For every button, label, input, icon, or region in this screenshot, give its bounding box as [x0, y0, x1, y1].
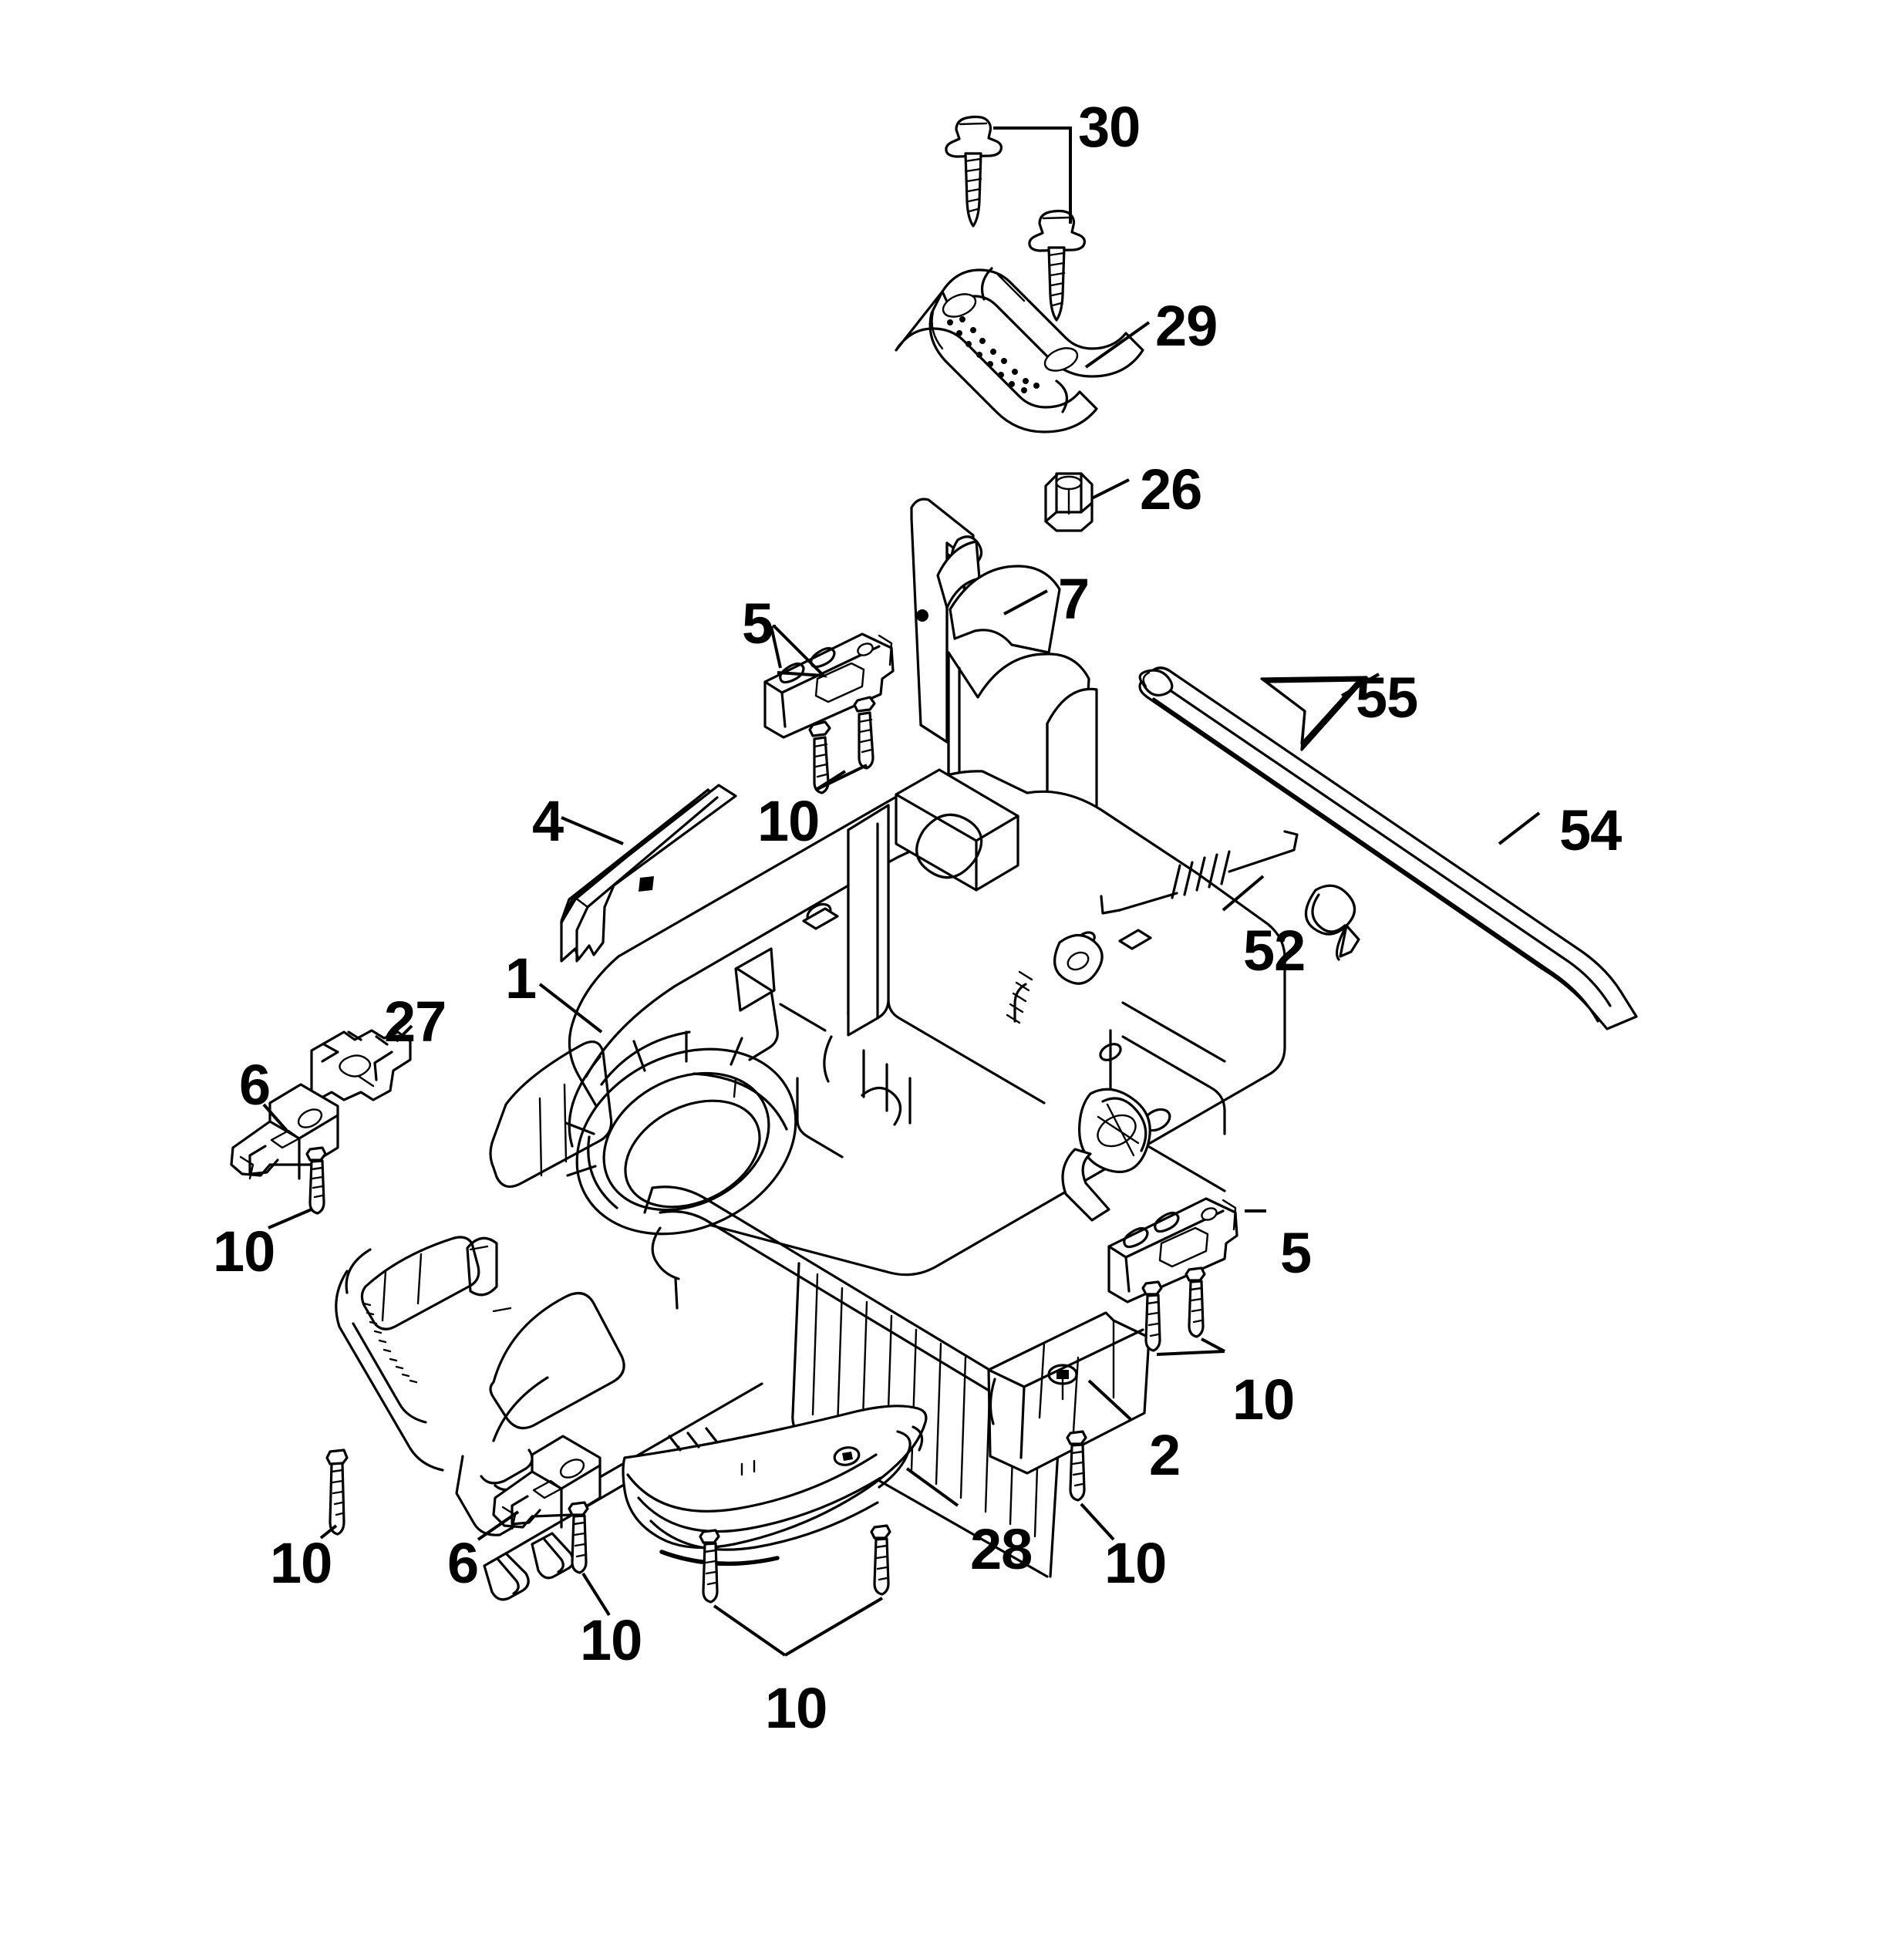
cover-plate-icon-2 [987, 1311, 1151, 1475]
callout-number-10-lowerleft: 10 [270, 1531, 332, 1595]
leader-line-10-top [814, 764, 868, 791]
shield-icon-28 [622, 1405, 928, 1567]
leader-line-10-left [268, 1208, 312, 1229]
screw-icon-10-lowerleft [325, 1449, 349, 1536]
leader-line-4 [561, 816, 624, 845]
callout-number-6-left: 6 [239, 1053, 271, 1117]
callout-number-4: 4 [532, 789, 564, 853]
callout-number-28: 28 [970, 1517, 1033, 1581]
callout-number-30: 30 [1078, 95, 1141, 159]
leader-line-27 [395, 1024, 413, 1043]
leader-line-55 [1340, 673, 1380, 697]
leader-line-6-left [262, 1103, 288, 1132]
leader-line-7 [1003, 589, 1048, 616]
leader-line-26 [1091, 478, 1130, 500]
blade-icon-54 [1138, 666, 1638, 1030]
screw-icon-30a [945, 115, 1003, 228]
clip-icon-26 [1044, 472, 1094, 532]
callout-number-5-lower: 5 [1280, 1221, 1312, 1285]
screw-icon-10-bottom-a [568, 1501, 589, 1574]
callout-number-27: 27 [384, 990, 447, 1054]
handle-grip-icon-29 [895, 267, 1144, 433]
callout-number-1: 1 [505, 946, 537, 1010]
callout-number-10-bottom: 10 [580, 1608, 642, 1672]
callout-number-2: 2 [1149, 1423, 1181, 1487]
adjuster-icon-5-upper [763, 632, 895, 739]
screw-icon-10-left [305, 1146, 327, 1215]
screw-icon-10-shield-b [870, 1524, 891, 1596]
leader-line-1 [538, 983, 603, 1034]
screw-icon-10-top-a [808, 720, 831, 794]
callout-number-29: 29 [1155, 294, 1218, 358]
deck-icon-1 [335, 768, 1286, 1601]
screw-icon-10-plate [1066, 1430, 1087, 1502]
callout-number-52: 52 [1243, 919, 1306, 983]
screw-icon-30b [1028, 209, 1086, 322]
leader-line-6-bottom [477, 1510, 520, 1541]
callout-number-5-upper: 5 [742, 592, 773, 656]
latch-icon-27 [310, 1029, 412, 1105]
callout-number-10-shield: 10 [765, 1676, 827, 1740]
callout-number-10-top: 10 [757, 789, 820, 853]
strip-icon-4 [560, 784, 737, 963]
callout-number-10-right: 10 [1232, 1368, 1295, 1432]
callout-number-7: 7 [1058, 567, 1090, 631]
callout-number-10-left: 10 [213, 1219, 275, 1283]
leader-line-29 [1084, 321, 1151, 369]
screw-icon-10-shield-a [699, 1529, 720, 1604]
callout-number-54: 54 [1559, 798, 1622, 862]
callout-number-10-plate: 10 [1104, 1531, 1167, 1595]
leader-line-10-plate [1080, 1503, 1115, 1541]
leader-line-30 [993, 126, 1072, 224]
leader-line-10-bottom-a [581, 1572, 611, 1617]
leader-line-5-upper [773, 625, 828, 678]
adjuster-icon-5-lower [1107, 1197, 1238, 1304]
leader-line-10-right [1156, 1337, 1225, 1356]
callout-number-55: 55 [1356, 666, 1418, 730]
leader-line-54 [1498, 811, 1541, 845]
screw-icon-10-top-b [853, 696, 876, 770]
leader-line-52 [1222, 875, 1265, 912]
callout-number-26: 26 [1140, 457, 1202, 521]
leader-line-10-shield [713, 1597, 884, 1657]
washer-icon-55 [1260, 676, 1368, 751]
leader-line-10-lowerleft [319, 1524, 338, 1540]
leader-line-28 [905, 1467, 959, 1507]
screw-icon-10-right-b [1185, 1266, 1206, 1338]
spring-icon-52 [1100, 830, 1299, 915]
screw-icon-10-right-a [1141, 1280, 1163, 1352]
leader-line-2 [1087, 1379, 1132, 1421]
callout-number-6-bottom: 6 [447, 1531, 479, 1595]
